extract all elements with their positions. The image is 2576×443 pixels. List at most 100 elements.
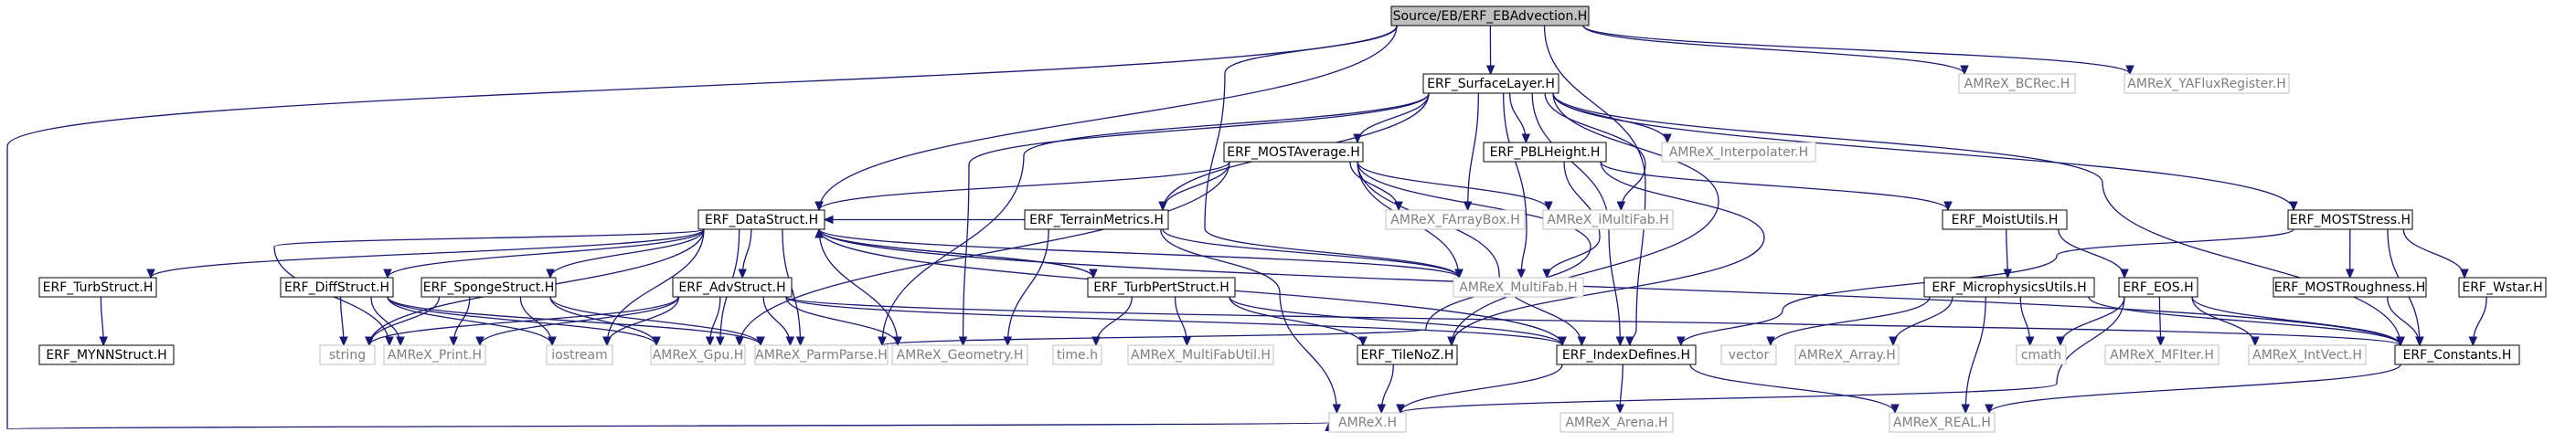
node-root[interactable]: Source/EB/ERF_EBAdvection.H [1390, 5, 1590, 26]
edge-adv-to-geom [785, 296, 899, 346]
node-label: AMReX_Array.H [1798, 348, 1896, 363]
arrowhead-pbl-to-moist [1943, 201, 1953, 212]
node-ds[interactable]: ERF_DataStruct.H [697, 209, 825, 230]
node-consts[interactable]: ERF_Constants.H [2394, 344, 2520, 365]
node-label: AMReX_Gpu.H [653, 348, 744, 363]
node-box [1794, 344, 1900, 365]
edge-idx-to-real [1689, 364, 1896, 414]
arrowhead-diff-to-print [396, 336, 405, 347]
node-box [1889, 412, 1996, 433]
arrowhead-idx-to-arena [1615, 404, 1624, 415]
node-sponge[interactable]: ERF_SpongeStruct.H [420, 277, 557, 298]
arrowhead-mostavg-to-terrain [1158, 201, 1167, 212]
node-mostrough[interactable]: ERF_MOSTRoughness.H [2273, 277, 2427, 298]
node-box [546, 344, 613, 365]
arrowhead-ds-to-parm [795, 336, 805, 347]
edge-adv-to-idx [785, 296, 1563, 346]
node-mostavg[interactable]: ERF_MOSTAverage.H [1223, 142, 1364, 163]
node-box [2458, 277, 2547, 298]
node-eos[interactable]: ERF_EOS.H [2118, 277, 2198, 298]
arrowhead-surf-to-moststress [2289, 201, 2298, 212]
edge-adv-to-parm [762, 296, 792, 346]
node-box [383, 344, 486, 365]
node-wstar[interactable]: ERF_Wstar.H [2458, 277, 2547, 298]
arrowhead-root-to-idx [1625, 336, 1634, 347]
edge-consts-to-real [1988, 364, 2401, 414]
node-surf[interactable]: ERF_SurfaceLayer.H [1422, 73, 1559, 94]
edge-terrain-to-amrex [1160, 228, 1338, 414]
arrowhead-turbpert-to-idx [1558, 336, 1567, 347]
node-box [697, 209, 825, 230]
node-moist[interactable]: ERF_MoistUtils.H [1942, 209, 2068, 230]
node-box [1087, 277, 1236, 298]
node-box [2118, 277, 2198, 298]
node-box [2248, 344, 2367, 365]
node-label: AMReX_iMultiFab.H [1547, 213, 1668, 227]
node-box [1024, 209, 1169, 230]
arrowhead-sponge-to-print [449, 336, 458, 347]
edge-surf-to-imf [1544, 92, 1646, 211]
edge-ds-to-diff [387, 228, 705, 279]
arrowhead-adv-to-print [475, 336, 484, 347]
edge-mostavg-to-imf [1357, 161, 1549, 211]
node-time: time.h [1052, 344, 1102, 365]
node-label: ERF_TileNoZ.H [1361, 348, 1454, 363]
edge-surf-to-mostavg [1357, 92, 1430, 143]
node-tilenoz[interactable]: ERF_TileNoZ.H [1357, 344, 1458, 365]
node-box [1390, 5, 1590, 26]
node-label: vector [1729, 348, 1770, 363]
edge-moststress-to-wstar [2402, 228, 2465, 279]
arrowhead-mostavg-to-imf [1544, 201, 1553, 212]
node-mynn[interactable]: ERF_MYNNStruct.H [38, 344, 175, 365]
node-box [650, 344, 746, 365]
node-moststress[interactable]: ERF_MOSTStress.H [2287, 209, 2413, 230]
node-pbl[interactable]: ERF_PBLHeight.H [1483, 142, 1607, 163]
arrowhead-pbl-to-tilenoz [1447, 336, 1456, 347]
arrowhead-consts-to-real [1985, 404, 1994, 415]
node-idx[interactable]: ERF_IndexDefines.H [1556, 344, 1697, 365]
node-box [1422, 73, 1559, 94]
edge-mostavg-to-terrain [1162, 161, 1230, 211]
node-box [1556, 344, 1697, 365]
node-box [754, 344, 889, 365]
arrowhead-diff-to-string [339, 336, 348, 347]
arrowhead-mostavg-to-parm [878, 336, 887, 347]
arrowhead-micro-to-array [1889, 336, 1898, 347]
node-turb[interactable]: ERF_TurbStruct.H [38, 277, 157, 298]
arrowhead-root-to-bcrec [1960, 65, 1969, 76]
arrowhead-idx-to-amrex [1396, 404, 1405, 415]
node-label: string [329, 348, 366, 363]
node-adv[interactable]: ERF_AdvStruct.H [672, 277, 793, 298]
node-label: AMReX_REAL.H [1893, 416, 1991, 430]
node-gpu: AMReX_Gpu.H [650, 344, 746, 365]
node-box [1453, 277, 1584, 298]
edge-micro-to-consts [2088, 296, 2401, 346]
node-box [1542, 209, 1674, 230]
node-box [2273, 277, 2427, 298]
edge-root-to-yaflux [1582, 25, 2131, 75]
edge-pbl-to-moist [1600, 161, 1949, 211]
node-label: ERF_PBLHeight.H [1490, 145, 1601, 160]
arrowhead-moststress-to-mostrough [2345, 269, 2355, 280]
edge-micro-to-array [1892, 296, 1953, 346]
node-label: AMReX_Geometry.H [897, 348, 1024, 363]
arrowhead-ds-to-gpu [716, 336, 725, 347]
node-box [1958, 73, 2076, 94]
arrowhead-surf-to-multifab [1517, 269, 1526, 280]
edge-diff-to-parm [387, 296, 761, 346]
edge-mostavg-to-ds [818, 161, 1230, 211]
arrowhead-ds-to-print [385, 336, 394, 347]
arrowhead-eos-to-intvect [2251, 336, 2260, 347]
node-label: ERF_SurfaceLayer.H [1427, 77, 1555, 91]
node-amrex: AMReX.H [1328, 412, 1407, 433]
node-diff[interactable]: ERF_DiffStruct.H [280, 277, 394, 298]
edge-root-to-ds [818, 25, 1398, 211]
node-turbpert[interactable]: ERF_TurbPertStruct.H [1087, 277, 1236, 298]
node-terrain[interactable]: ERF_TerrainMetrics.H [1024, 209, 1169, 230]
node-micro[interactable]: ERF_MicrophysicsUtils.H [1923, 277, 2095, 298]
node-label: ERF_MOSTRoughness.H [2274, 280, 2426, 295]
node-string: string [319, 344, 376, 365]
arrowhead-terrain-to-amrex [1332, 404, 1342, 415]
node-label: AMReX_BCRec.H [1964, 77, 2070, 91]
